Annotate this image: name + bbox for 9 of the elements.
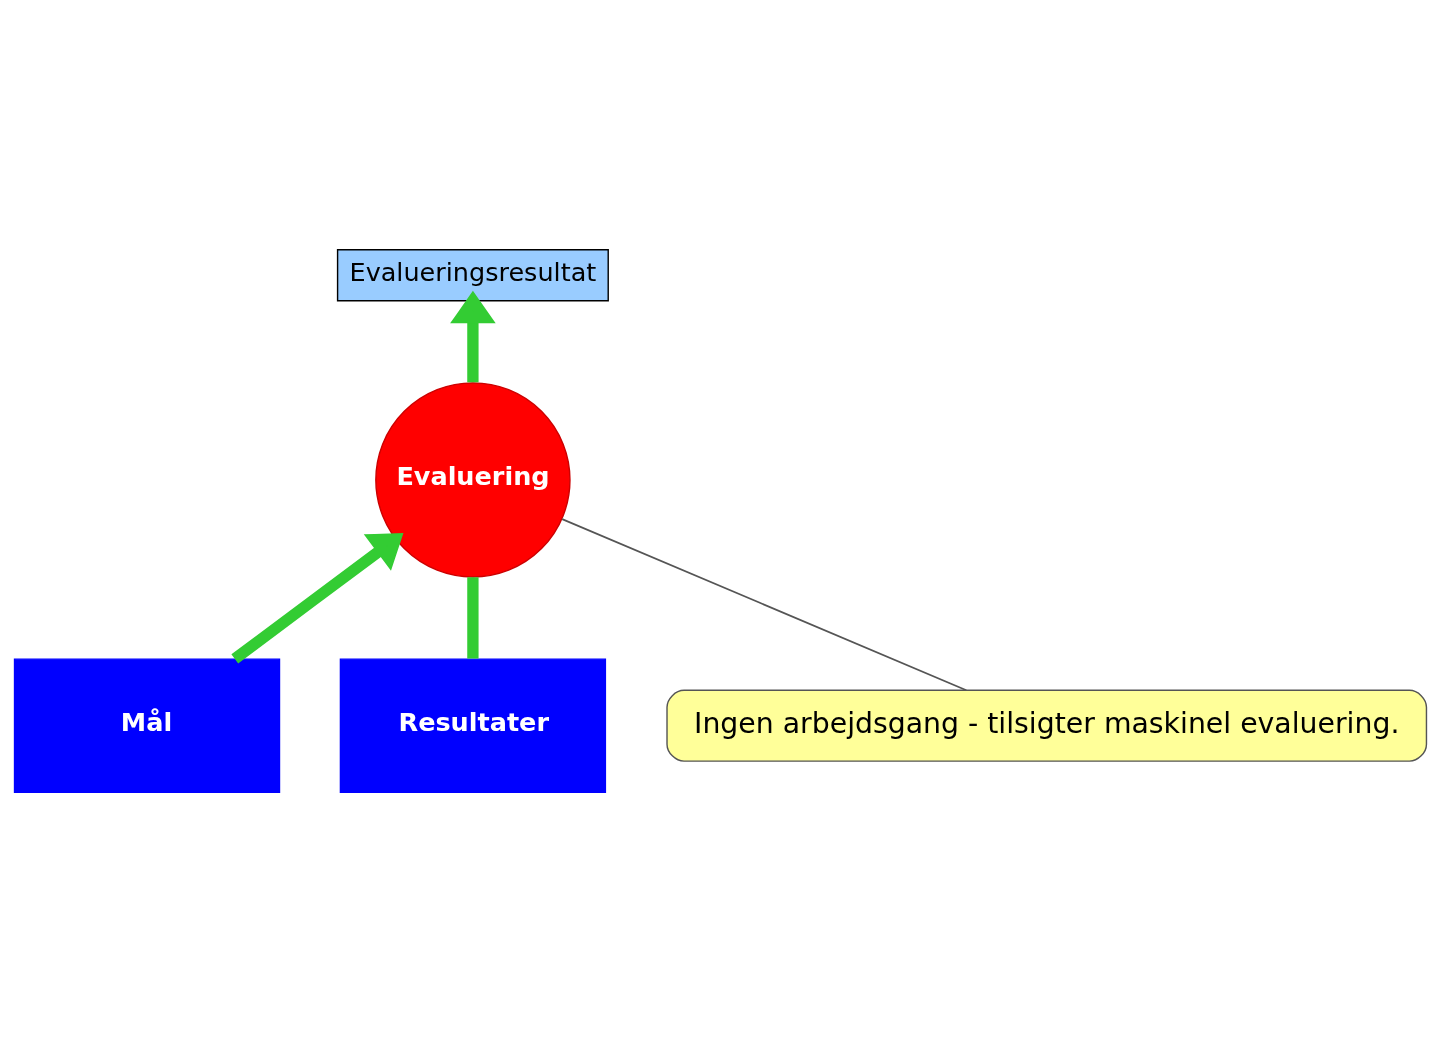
- arrow: [231, 533, 404, 664]
- node-circle: Evaluering: [375, 382, 571, 578]
- connector: [561, 518, 968, 692]
- node-box: Ingen arbejdsgang - tilsigter maskinel evaluering.: [666, 689, 1428, 762]
- node-box: Resultater: [339, 658, 607, 794]
- connector: [467, 577, 479, 659]
- node-box: Evalueringsresultat: [336, 248, 609, 302]
- node-box: Mål: [13, 658, 281, 794]
- arrow: [450, 290, 496, 383]
